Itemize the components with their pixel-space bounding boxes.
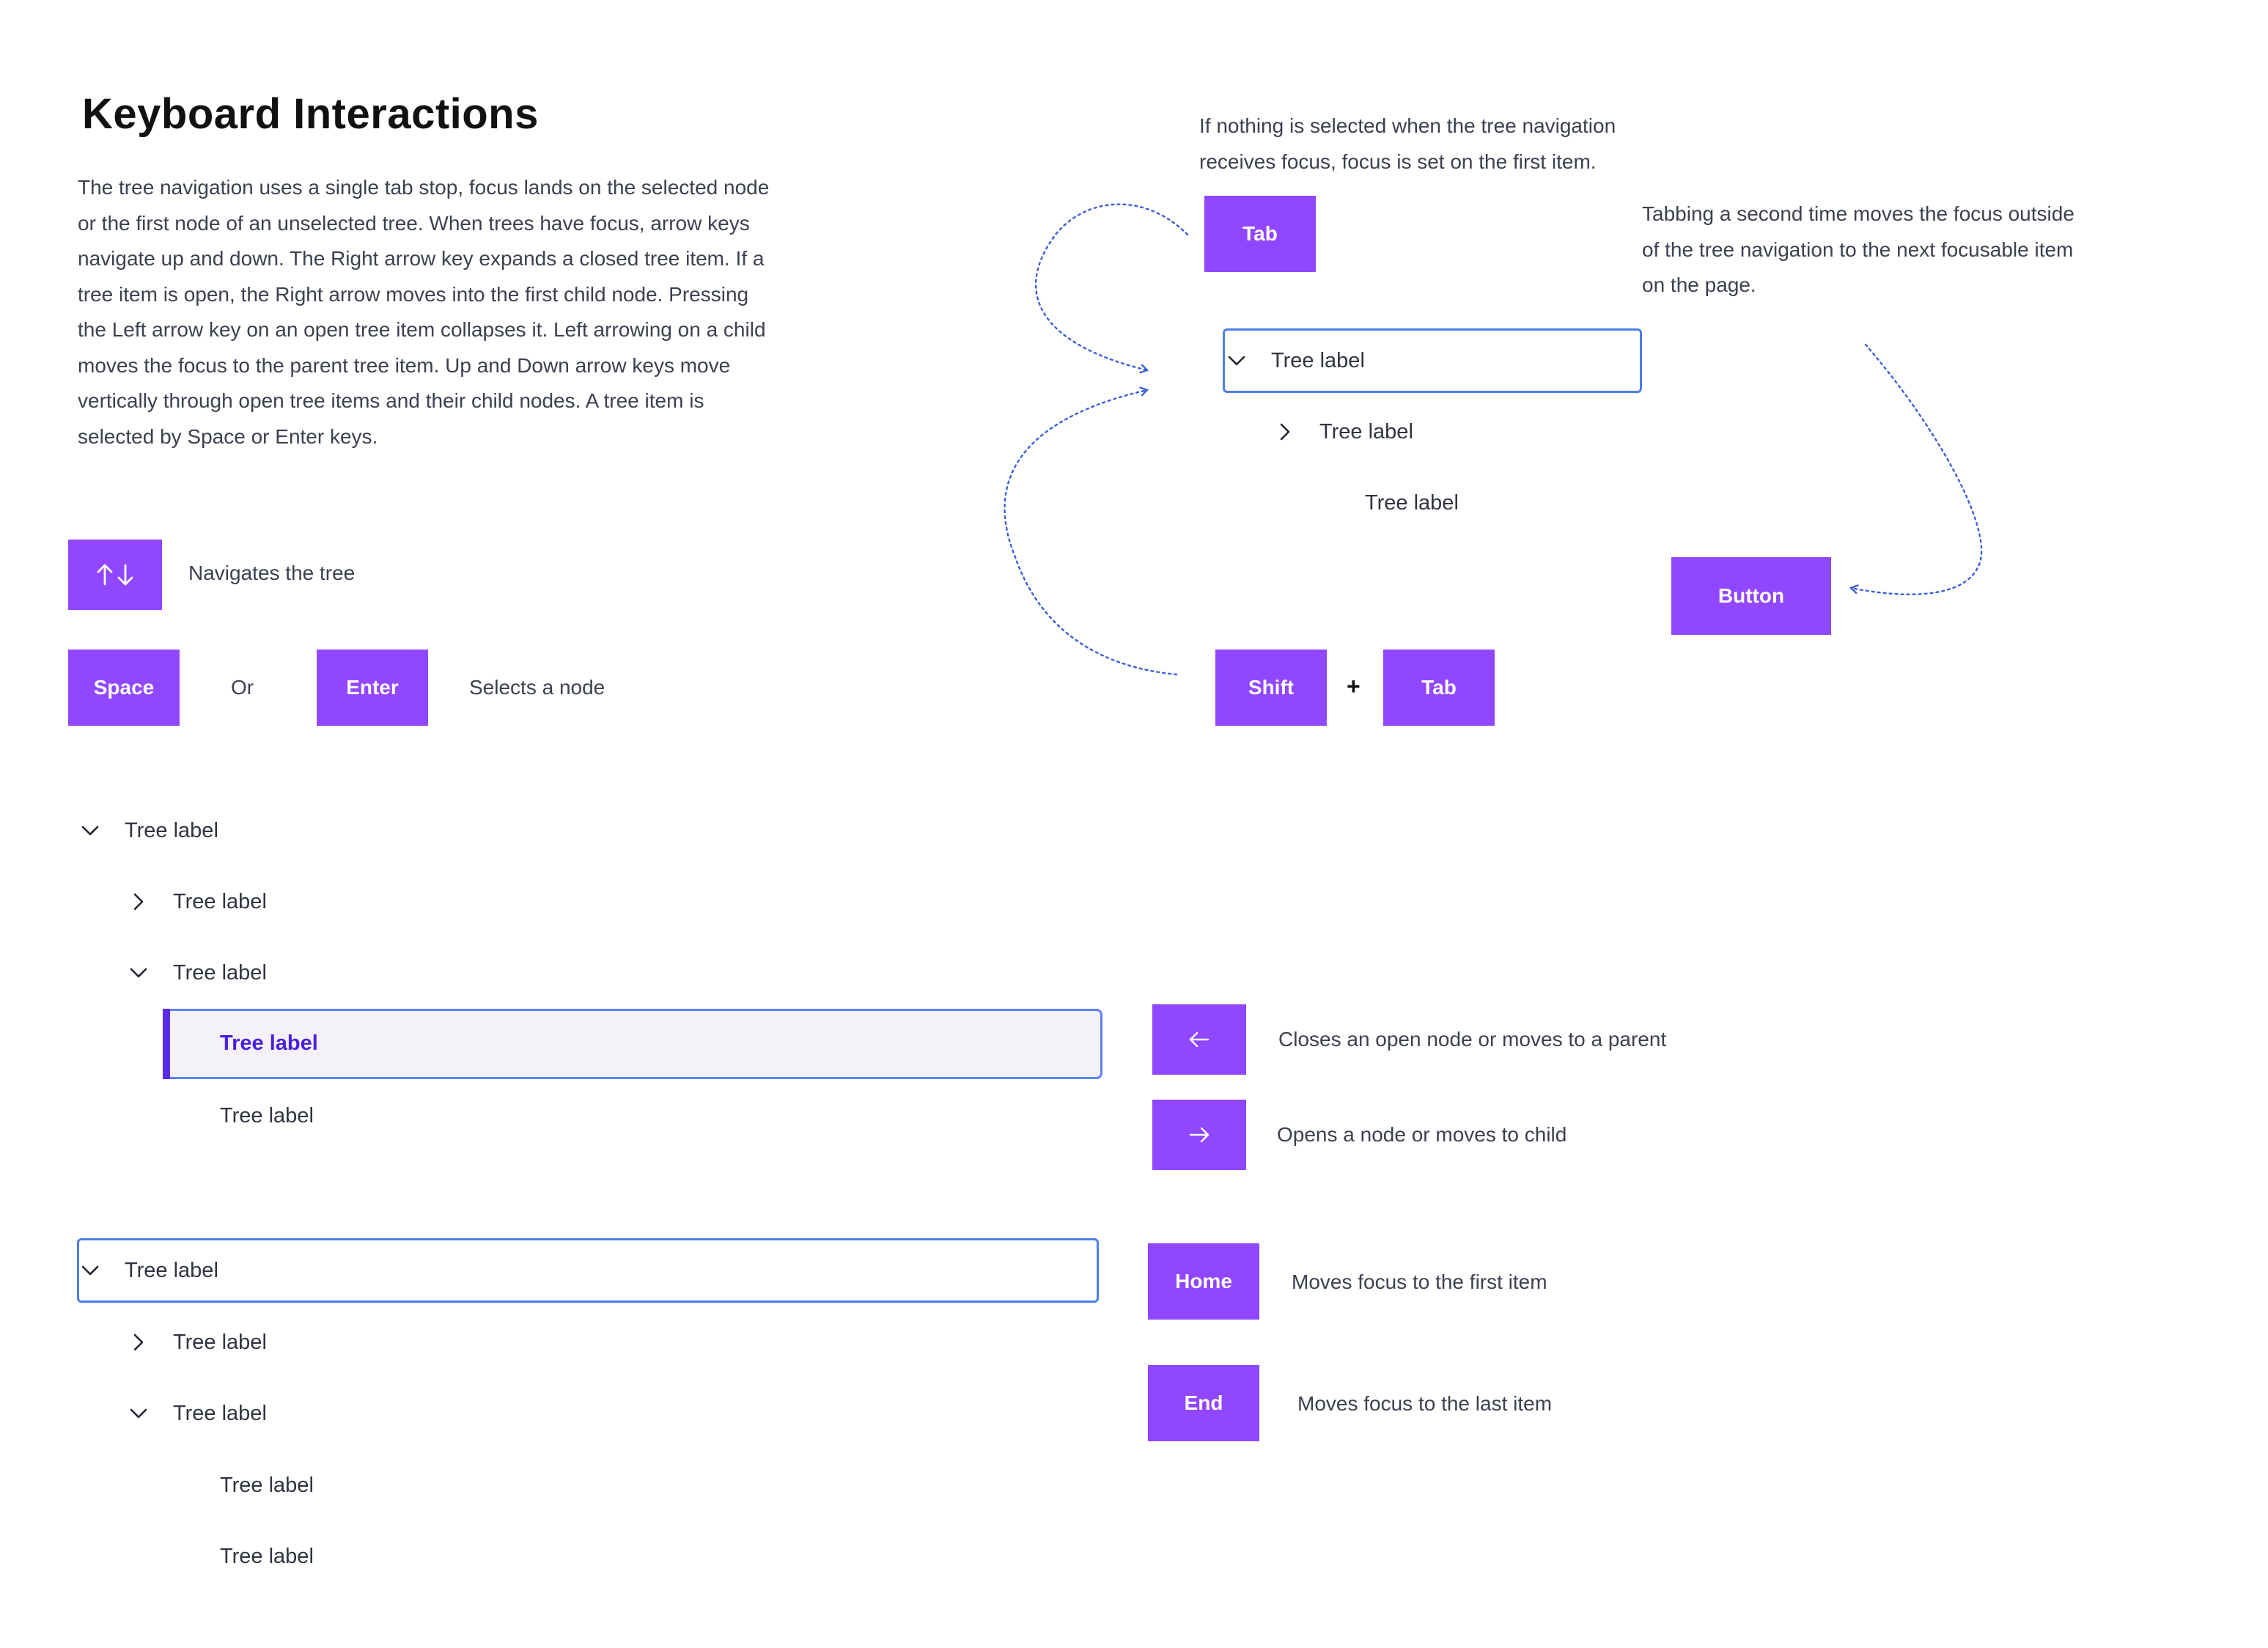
arrow-left-key [1152,1004,1246,1075]
enter-key: Enter [317,650,428,726]
tree1-item-1[interactable]: Tree label [81,804,218,857]
tree2-item-1[interactable]: Tree label [81,1244,218,1297]
demo-tree-item-1-label: Tree label [1271,348,1365,372]
left-description: Closes an open node or moves to a parent [1278,1028,1667,1051]
arrow-up-down-key [68,540,162,610]
shift-key: Shift [1215,650,1327,726]
demo-tree-item-3-label: Tree label [1365,490,1459,515]
tab-to-tree-arrow [1035,203,1189,374]
tab-exit-note: Tabbing a second time moves the focus ou… [1642,202,2074,296]
updown-description: Navigates the tree [188,562,356,584]
page-title: Keyboard Interactions [82,90,539,138]
home-description: Moves focus to the first item [1292,1270,1547,1293]
tree2-item-2[interactable]: Tree label [129,1316,267,1369]
tree1-item-3-label: Tree label [173,960,267,985]
tree1-item-4-label: Tree label [220,1031,318,1055]
space-key: Space [68,650,180,726]
tree-to-button-arrow [1849,343,1983,595]
tree1-item-2[interactable]: Tree label [129,875,267,928]
tab-focus-note: If nothing is selected when the tree nav… [1199,114,1616,173]
selected-indicator [163,1009,170,1079]
tab-key-2: Tab [1383,650,1495,726]
tree1-item-5-label: Tree label [220,1103,314,1128]
end-key: End [1148,1365,1259,1441]
intro-paragraph: The tree navigation uses a single tab st… [78,176,770,448]
arrow-up-down-icon [97,564,133,586]
tree2-focus-ring [77,1238,1099,1303]
tree1-item-5[interactable]: Tree label [220,1089,314,1142]
plus-sign: + [1347,673,1361,699]
home-key: Home [1148,1243,1259,1320]
tree1-item-2-label: Tree label [173,889,267,913]
demo-tree-item-2[interactable]: Tree label [1275,405,1413,458]
tree2-item-3-label: Tree label [173,1401,267,1425]
tab-key: Tab [1204,196,1316,272]
demo-tree-item-1[interactable]: Tree label [1227,334,1365,387]
select-description: Selects a node [469,676,605,699]
demo-tree-item-2-label: Tree label [1319,419,1413,444]
tree2-item-1-label: Tree label [125,1258,218,1282]
tree2-item-3[interactable]: Tree label [129,1387,267,1440]
tree1-item-3[interactable]: Tree label [129,946,267,999]
demo-tree-item-3[interactable]: Tree label [1365,477,1459,529]
or-text: Or [231,676,254,699]
tree2-item-2-label: Tree label [173,1330,267,1354]
tree1-item-1-label: Tree label [125,818,218,842]
shifttab-to-tree-arrow [1004,386,1178,676]
demo-tree-focus-ring [1223,328,1642,393]
arrow-right-icon [1189,1127,1210,1143]
end-description: Moves focus to the last item [1297,1392,1553,1415]
right-description: Opens a node or moves to child [1277,1123,1567,1146]
demo-button[interactable]: Button [1671,557,1831,635]
tree1-selected-item[interactable] [166,1009,1102,1079]
tree2-item-5-label: Tree label [220,1544,314,1568]
tree2-item-5[interactable]: Tree label [220,1530,314,1583]
tree2-item-4[interactable]: Tree label [220,1459,314,1512]
tree2-item-4-label: Tree label [220,1473,314,1497]
arrow-left-icon [1189,1031,1210,1048]
arrow-right-key [1152,1100,1246,1170]
